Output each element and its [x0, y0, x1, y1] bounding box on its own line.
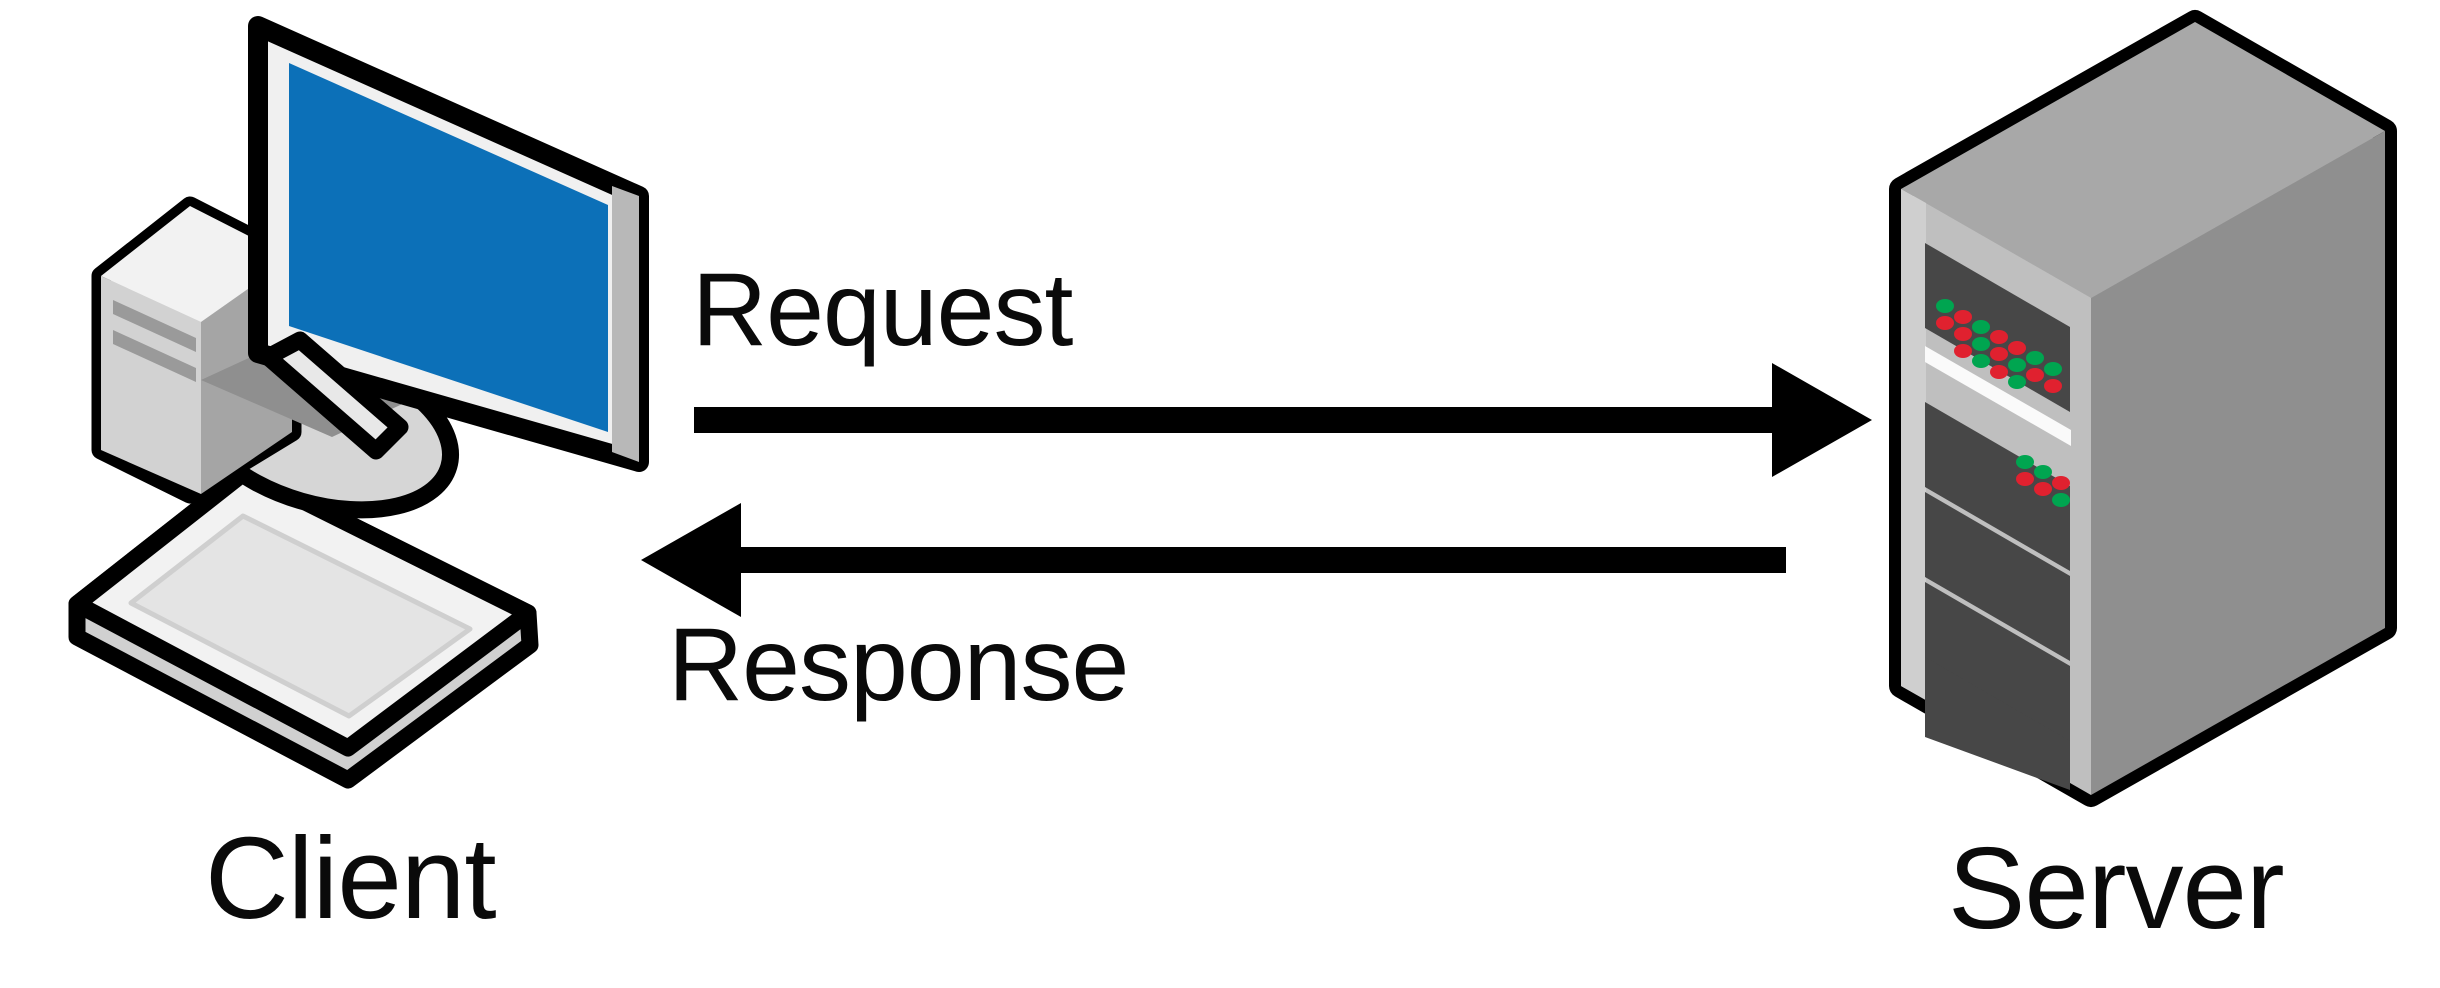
client-label: Client: [205, 813, 496, 943]
server-rack-icon: [1889, 10, 2397, 807]
request-arrowhead-icon: [1772, 363, 1872, 477]
server-led-cluster-mid: [2016, 455, 2070, 507]
response-arrowhead-icon: [641, 503, 741, 617]
response-edge: Response: [641, 503, 1786, 723]
request-edge: Request: [692, 252, 1872, 477]
request-label: Request: [692, 252, 1073, 368]
client-node: Client: [68, 16, 649, 943]
monitor-neck: [259, 331, 409, 460]
monitor-icon: [248, 16, 649, 472]
keyboard-icon: [68, 463, 539, 789]
server-node: Server: [1889, 10, 2397, 953]
response-label: Response: [668, 607, 1128, 723]
server-label: Server: [1948, 823, 2284, 953]
server-led-cluster-top: [1936, 299, 2062, 393]
